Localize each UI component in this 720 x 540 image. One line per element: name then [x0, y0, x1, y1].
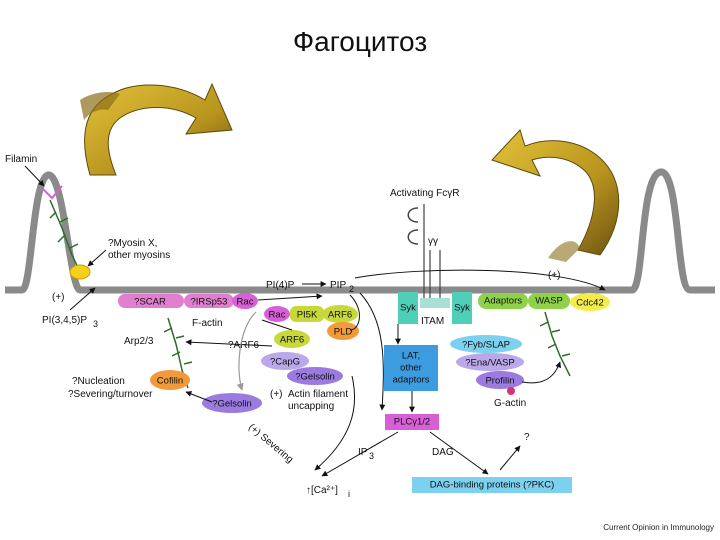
svg-text:Profilin: Profilin — [485, 376, 514, 387]
gelsolin-pill-left: ?Gelsolin — [202, 393, 262, 413]
question-label: ? — [524, 432, 530, 443]
actin-filament-right-cortex — [539, 311, 571, 377]
other-myosins-label: other myosins — [108, 250, 170, 261]
plus-actin-label: (+) — [270, 389, 283, 400]
ena-vasp-pill: ?Ena/VASP — [456, 353, 524, 371]
svg-text:PI5K: PI5K — [297, 310, 318, 321]
actin-filament-left-protrusion — [49, 199, 81, 273]
severing-label: (+) Severing — [246, 422, 295, 466]
calcium-sub: i — [348, 489, 350, 499]
svg-text:adaptors: adaptors — [393, 375, 430, 386]
plus-left-label: (+) — [52, 292, 65, 303]
cdc42-pill: Cdc42 — [570, 293, 610, 311]
capg-pill: ?CapG — [261, 352, 309, 370]
adaptors-pill: Adaptors — [478, 293, 528, 309]
pld-pill: PLD — [327, 322, 359, 340]
svg-text:Cofilin: Cofilin — [157, 376, 183, 387]
svg-text:ARF6: ARF6 — [328, 310, 352, 321]
cofilin-pill: Cofilin — [150, 370, 190, 390]
filamin-icon — [41, 185, 63, 200]
svg-text:LAT,: LAT, — [402, 351, 420, 362]
activating-fcyr-label: Activating FcγR — [390, 188, 459, 199]
arf6-q-label: ?ARF6 — [228, 340, 260, 351]
uncapping-label: uncapping — [288, 401, 334, 412]
svg-text:?Fyb/SLAP: ?Fyb/SLAP — [462, 340, 510, 351]
left-arrow-shadow — [80, 92, 120, 120]
svg-text:?SCAR: ?SCAR — [134, 297, 166, 308]
f-actin-label: F-actin — [192, 318, 223, 329]
syk-box-right: Syk — [452, 292, 472, 324]
svg-text:Syk: Syk — [454, 303, 470, 314]
svg-text:?IRSp53: ?IRSp53 — [191, 297, 228, 308]
nucleation-label: ?Nucleation — [72, 376, 125, 387]
dag-binding-box: DAG-binding proteins (?PKC) — [412, 477, 572, 493]
pi345p3-sub: 3 — [93, 319, 98, 329]
pi345p3-label: PI(3,4,5)P — [42, 315, 87, 326]
svg-text:?Ena/VASP: ?Ena/VASP — [465, 358, 514, 369]
ip3-sub: 3 — [369, 451, 374, 461]
actin-filament-label: Actin filament — [288, 389, 348, 400]
slide-title: Фагоцитоз — [292, 26, 428, 57]
svg-text:?CapG: ?CapG — [270, 357, 300, 368]
arf6-pill-top: ARF6 — [322, 305, 358, 323]
lat-box: LAT, other adaptors — [384, 345, 438, 391]
rac-pill-top: Rac — [232, 293, 258, 309]
arf6-pill-mid: ARF6 — [274, 330, 310, 348]
gelsolin-pill-right: ?Gelsolin — [287, 367, 343, 385]
svg-text:other: other — [400, 363, 422, 374]
profilin-pill: Profilin — [476, 371, 524, 389]
svg-text:ARF6: ARF6 — [280, 335, 304, 346]
svg-text:?Gelsolin: ?Gelsolin — [212, 399, 252, 410]
pi5k-pill: PI5K — [290, 306, 324, 322]
myosin-icon — [69, 264, 91, 280]
itam-label: ITAM — [421, 316, 444, 327]
svg-text:?Gelsolin: ?Gelsolin — [295, 372, 335, 383]
g-actin-label: G-actin — [494, 398, 526, 409]
severing-turnover-label: ?Severing/turnover — [68, 389, 153, 400]
irsp53-pill: ?IRSp53 — [184, 294, 234, 308]
scar-pill: ?SCAR — [118, 294, 184, 308]
rac-pill-pi5k: Rac — [264, 306, 290, 322]
svg-text:WASP: WASP — [535, 296, 563, 307]
right-arrow-shadow — [548, 241, 580, 262]
svg-text:Adaptors: Adaptors — [484, 296, 522, 307]
svg-text:Syk: Syk — [400, 303, 416, 314]
myosin-label: ?Myosin X, — [108, 238, 157, 249]
pip2-label: PIP — [330, 280, 346, 291]
credit-text: Current Opinion in Immunology — [603, 523, 714, 532]
fyb-slap-pill: ?Fyb/SLAP — [450, 335, 522, 353]
g-actin-icon — [507, 387, 515, 395]
svg-text:Rac: Rac — [269, 310, 286, 321]
cell-membrane — [5, 168, 715, 294]
wasp-pill: WASP — [528, 293, 570, 309]
plcy-box: PLCγ1/2 — [385, 414, 439, 430]
gamma-gamma-label: γγ — [428, 236, 438, 247]
arp23-label: Arp2/3 — [124, 336, 154, 347]
svg-text:PLCγ1/2: PLCγ1/2 — [394, 417, 430, 428]
pi4p-label: PI(4)P — [266, 280, 295, 291]
filamin-label: Filamin — [5, 154, 37, 165]
dag-label: DAG — [432, 447, 454, 458]
svg-text:Rac: Rac — [237, 297, 254, 308]
svg-text:PLD: PLD — [334, 327, 353, 338]
calcium-label: ↑[Ca²⁺] — [306, 485, 338, 496]
svg-text:Cdc42: Cdc42 — [576, 298, 603, 309]
pathway-arrows — [185, 292, 521, 477]
pip2-sub: 2 — [349, 284, 354, 294]
right-engulfment-arrow — [491, 129, 620, 256]
svg-text:DAG-binding proteins (?PKC): DAG-binding proteins (?PKC) — [430, 480, 555, 491]
syk-box-left: Syk — [398, 292, 418, 324]
